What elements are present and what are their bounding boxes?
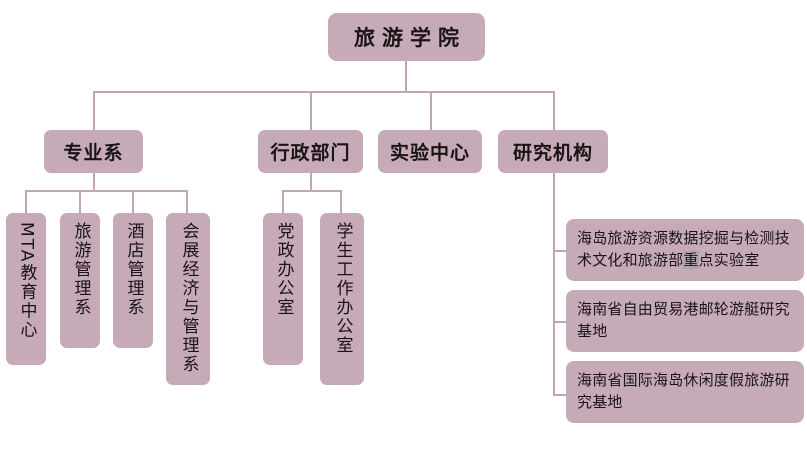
connector-drop-mta — [25, 190, 27, 214]
connector-drop-tourism — [79, 190, 81, 214]
node-exhibition-economy[interactable]: 会展经济与管理系 — [166, 213, 210, 385]
node-hotel-management-label: 酒店管理系 — [123, 222, 144, 317]
connector-level2-bus — [93, 91, 554, 93]
node-lab-center[interactable]: 实验中心 — [378, 130, 482, 173]
connector-drop-research — [553, 91, 555, 131]
node-student-affairs-office[interactable]: 学生工作办公室 — [320, 213, 364, 385]
connector-drop-administration — [310, 91, 312, 131]
connector-root-stem — [405, 61, 407, 92]
connector-administration-bus — [282, 190, 342, 192]
node-administration[interactable]: 行政部门 — [258, 130, 363, 173]
node-hotel-management[interactable]: 酒店管理系 — [113, 213, 153, 348]
node-key-laboratory-line2b: 点实验室 — [698, 251, 760, 269]
connector-research-spine — [553, 172, 555, 395]
connector-drop-departments — [93, 91, 95, 131]
node-cruise-yacht-base[interactable]: 海南省自由贸易港邮轮游艇研究基地 — [566, 290, 804, 352]
connector-drop-student-office — [340, 190, 342, 214]
node-key-laboratory-line1: 海岛旅游资源数据挖掘与检测 — [577, 229, 775, 248]
connector-drop-party-office — [282, 190, 284, 214]
connector-administration-stem — [310, 172, 312, 190]
connector-departments-stem — [93, 172, 95, 190]
node-key-laboratory[interactable]: 海岛旅游资源数据挖掘与检测技术文化和旅游部重点实验室 — [566, 219, 804, 281]
node-key-laboratory-highlighted-char: 重 — [683, 251, 699, 269]
node-island-leisure-base[interactable]: 海南省国际海岛休闲度假旅游研究基地 — [566, 361, 804, 423]
node-island-leisure-base-label: 海南省国际海岛休闲度假旅游研究基地 — [577, 371, 790, 411]
connector-stub-lab — [553, 250, 567, 252]
node-party-office-label: 党政办公室 — [273, 222, 294, 317]
node-mta-center[interactable]: MTA教育中心 — [6, 213, 46, 365]
node-key-laboratory-label: 海岛旅游资源数据挖掘与检测技术文化和旅游部重点实验室 — [577, 228, 793, 272]
connector-departments-bus — [25, 190, 188, 192]
node-root-college[interactable]: 旅游学院 — [328, 13, 485, 61]
node-exhibition-economy-label: 会展经济与管理系 — [178, 222, 199, 374]
connector-drop-hotel — [132, 190, 134, 214]
connector-drop-exhibition — [186, 190, 188, 214]
connector-drop-lab-center — [430, 91, 432, 131]
node-party-office[interactable]: 党政办公室 — [263, 213, 303, 365]
connector-stub-island — [553, 394, 567, 396]
node-key-laboratory-line2a: 技术文化和旅游部 — [577, 229, 790, 269]
node-mta-center-label: MTA教育中心 — [16, 222, 37, 340]
node-cruise-yacht-base-label: 海南省自由贸易港邮轮游艇研究基地 — [577, 300, 790, 340]
node-tourism-management[interactable]: 旅游管理系 — [60, 213, 100, 348]
node-departments[interactable]: 专业系 — [44, 130, 143, 173]
node-student-affairs-office-label: 学生工作办公室 — [332, 222, 353, 355]
node-tourism-management-label: 旅游管理系 — [70, 222, 91, 317]
connector-stub-cruise — [553, 321, 567, 323]
node-research-institutions[interactable]: 研究机构 — [498, 130, 608, 173]
